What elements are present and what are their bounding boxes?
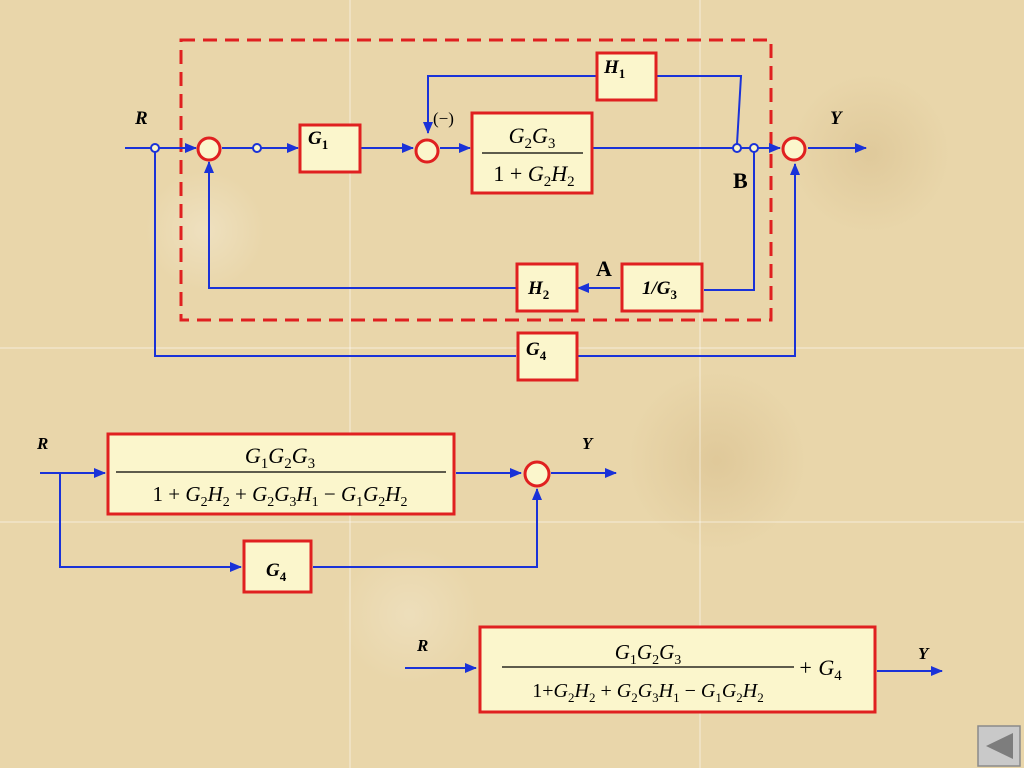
d2-tf-denominator: 1 + G2H2 + G2G3H1 − G1G2H2 xyxy=(153,482,408,510)
summing-junction-3 xyxy=(781,136,807,162)
d3-tf-denominator: 1+G2H2 + G2G3H1 − G1G2H2 xyxy=(532,680,763,705)
d3-output-y-label: Y xyxy=(918,644,930,663)
h2-feedback-to-sum1 xyxy=(204,161,516,289)
g4-label: G4 xyxy=(526,339,547,363)
d2-g4-to-sum xyxy=(313,488,542,568)
d2-summing-junction xyxy=(523,460,551,488)
block-g4 xyxy=(516,331,579,382)
summing-junction-2 xyxy=(414,138,440,164)
negative-sign-label: (−) xyxy=(433,109,454,128)
d2-r-to-g4 xyxy=(59,473,242,572)
r-to-g4 xyxy=(154,152,516,357)
output-y-label: Y xyxy=(830,108,844,129)
h1-label: H1 xyxy=(603,57,625,81)
h1-feedback-out xyxy=(423,75,596,134)
point-a-label: A xyxy=(596,256,612,281)
back-triangle-icon[interactable] xyxy=(986,733,1013,759)
d3-tf-numerator: G1G2G3 xyxy=(615,640,682,668)
d2-g4-label: G4 xyxy=(266,560,287,584)
block-g1 xyxy=(298,123,362,174)
block-h2 xyxy=(515,262,579,313)
h2-label: H2 xyxy=(527,278,549,302)
input-r-label: R xyxy=(134,108,148,129)
block-h1 xyxy=(595,51,658,102)
branch-node-b xyxy=(749,143,759,153)
back-button[interactable] xyxy=(977,725,1021,767)
branch-node-g1 xyxy=(252,143,262,153)
d3-plus-g4-term: + G4 xyxy=(798,655,842,684)
tf1-numerator: G2G3 xyxy=(509,123,556,152)
block-inv-g3 xyxy=(620,262,704,313)
d3-input-r-label: R xyxy=(416,636,428,655)
d2-input-r-label: R xyxy=(36,434,48,453)
diagram-2: G1G2G3 1 + G2H2 + G2G3H1 − G1G2H2 G4 R Y xyxy=(36,432,617,594)
summing-junction-1 xyxy=(196,136,222,162)
b-to-invg3 xyxy=(704,152,755,291)
branch-node-r xyxy=(150,143,160,153)
g4-to-sum3 xyxy=(578,163,800,357)
d3-block-overall-tf xyxy=(478,625,877,714)
d2-block-closed-loop-tf xyxy=(106,432,456,516)
d2-output-y-label: Y xyxy=(582,434,594,453)
d2-tf-numerator: G1G2G3 xyxy=(245,443,315,472)
g1-label: G1 xyxy=(308,128,328,152)
d2-block-g4 xyxy=(242,539,313,594)
inv-g3-label: 1/G3 xyxy=(642,278,678,302)
dashed-boundary xyxy=(179,38,773,322)
diagram-3: G1G2G3 1+G2H2 + G2G3H1 − G1G2H2 + G4 R Y xyxy=(405,625,943,714)
h1-feedback-in xyxy=(657,75,743,145)
branch-node-h1 xyxy=(732,143,742,153)
tf1-denominator: 1 + G2H2 xyxy=(493,161,574,190)
diagram-1: G1 G2G3 1 + G2H2 H1 H2 1/G3 G4 R Y (−) A… xyxy=(125,38,867,382)
point-b-label: B xyxy=(733,168,748,193)
